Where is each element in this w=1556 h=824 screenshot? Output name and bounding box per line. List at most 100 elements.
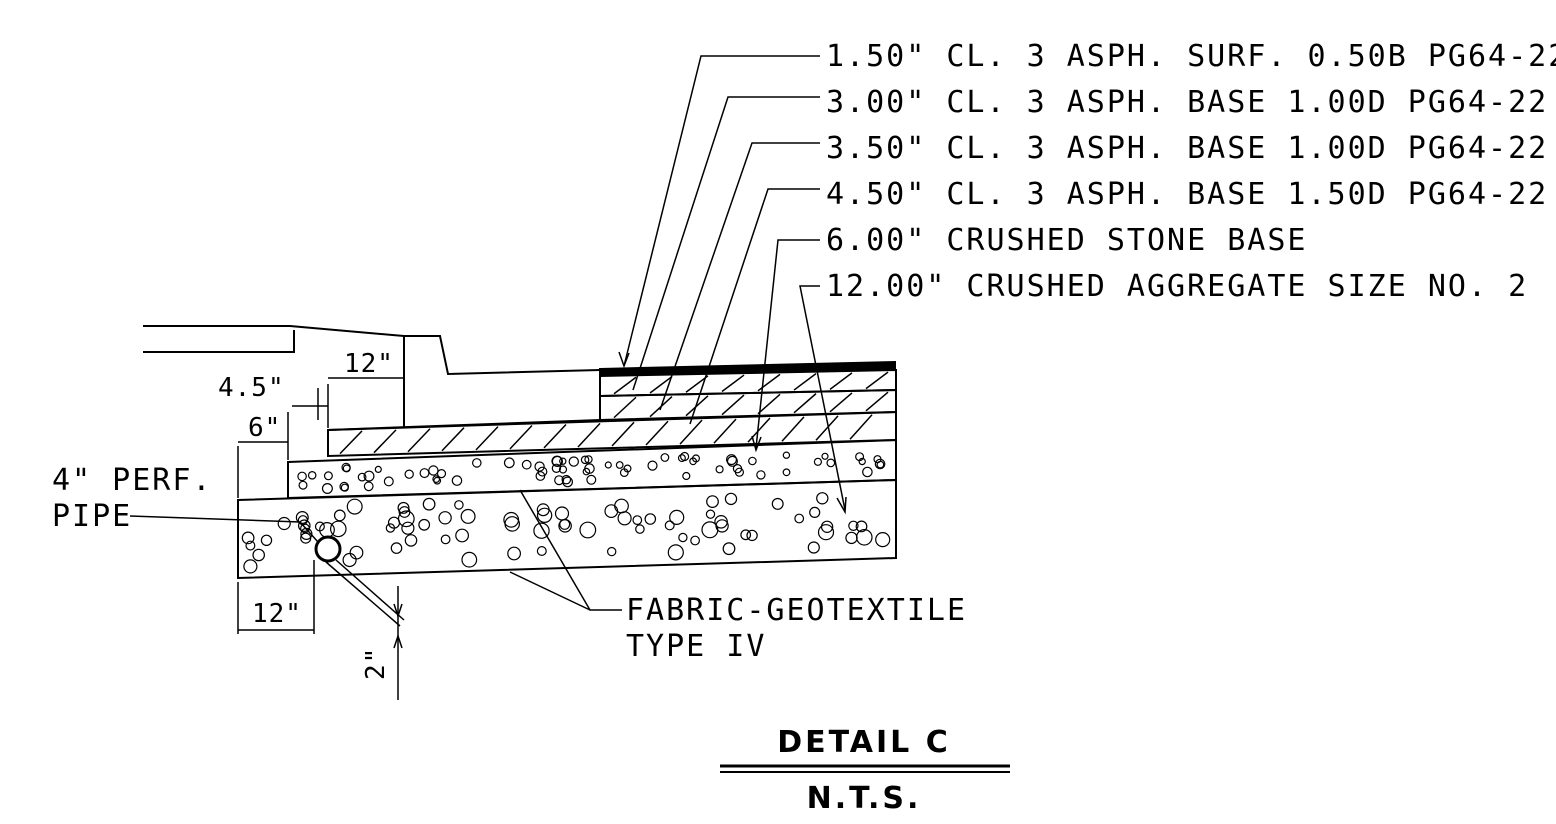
aggregate-stone — [321, 483, 333, 495]
aggregate-stone — [390, 542, 403, 554]
detail-scale-note: N.T.S. — [807, 781, 922, 816]
aggregate-stone — [363, 470, 375, 482]
layer-label-base-1: 3.00" CL. 3 ASPH. BASE 1.00D PG64-22 — [826, 85, 1548, 120]
aggregate-stone — [726, 455, 738, 467]
hatch-line — [747, 417, 771, 443]
aggregate-stone — [746, 529, 758, 542]
leader-base-2 — [659, 142, 820, 411]
aggregate-stone — [794, 513, 805, 524]
aggregate-stone — [644, 513, 657, 525]
aggregate-stone — [537, 466, 548, 477]
dim-pipe-depth: 2" — [361, 647, 391, 680]
aggregate-stone — [667, 544, 684, 561]
leader-stone-base — [755, 239, 820, 449]
hatch-base-2 — [613, 391, 889, 419]
aggregate-stone — [632, 515, 643, 525]
aggregate-stone — [397, 501, 410, 514]
aggregate-stone — [584, 463, 595, 474]
aggregate-stone — [323, 471, 333, 481]
aggregate-stone — [678, 532, 688, 543]
aggregate-texture — [241, 451, 891, 574]
aggregate-stone — [342, 464, 351, 473]
hatch-line — [649, 375, 673, 394]
asphalt-base-course-2 — [599, 388, 897, 422]
aggregate-stone — [451, 475, 463, 486]
aggregate-stone — [536, 545, 547, 556]
fabric-leader-lower — [509, 571, 591, 611]
leader-lines — [618, 55, 847, 515]
hatch-line — [815, 415, 839, 441]
layer-label-stone-base: 6.00" CRUSHED STONE BASE — [826, 223, 1307, 258]
pipe-leader — [129, 515, 319, 543]
aggregate-stone — [507, 546, 521, 561]
pipe-label-line-1: 4" PERF. — [52, 463, 213, 498]
aggregate-stone — [647, 460, 658, 471]
aggregate-stone — [432, 475, 441, 484]
dim-edge-a: 4.5" — [218, 373, 285, 403]
aggregate-stone — [579, 521, 597, 539]
aggregate-stone — [554, 506, 570, 521]
hatch-line — [793, 373, 817, 391]
dim-edge-b: 6" — [248, 413, 281, 443]
aggregate-stone — [724, 492, 738, 506]
aggregate-stone — [460, 508, 476, 524]
aggregate-stone — [252, 548, 266, 562]
hatch-line — [721, 394, 745, 416]
aggregate-stone — [813, 457, 823, 466]
aggregate-stone — [433, 476, 442, 485]
hatch-line — [793, 393, 817, 414]
aggregate-stone — [691, 454, 700, 463]
hatch-line — [613, 376, 637, 395]
hatch-line — [679, 419, 703, 445]
aggregate-stone — [551, 463, 562, 473]
detail-title: DETAIL C — [777, 725, 951, 760]
aggregate-stone — [617, 511, 632, 526]
hatch-line — [713, 418, 737, 444]
hatch-line — [757, 373, 781, 392]
aggregate-stone — [561, 474, 572, 485]
aggregate-stone — [562, 476, 573, 488]
aggregate-stone — [607, 546, 617, 557]
aggregate-stone — [748, 456, 757, 466]
aggregate-stone — [582, 467, 591, 476]
hatch-line — [685, 375, 709, 393]
aggregate-stone — [771, 497, 784, 510]
aggregate-stone — [333, 509, 346, 522]
aggregate-stone — [807, 541, 820, 554]
fabric-label-line-2: TYPE IV — [626, 629, 766, 664]
hatch-line — [611, 421, 635, 447]
aggregate-stone — [580, 455, 590, 465]
aggregate-stone — [404, 534, 418, 547]
aggregate-stone — [533, 522, 550, 539]
aggregate-stone — [419, 468, 430, 479]
aggregate-stone — [558, 465, 568, 474]
hatch-line — [373, 429, 397, 454]
aggregate-stone — [604, 504, 619, 519]
aggregate-stone — [241, 531, 255, 545]
aggregate-stone — [404, 469, 414, 479]
aggregate-stone — [862, 466, 873, 478]
aggregate-stone — [342, 552, 357, 568]
aggregate-stone — [471, 458, 482, 468]
aggregate-stone — [243, 559, 258, 574]
aggregate-stone — [401, 521, 415, 535]
aggregate-stone — [559, 457, 567, 465]
hatch-base-3 — [339, 414, 873, 455]
aggregate-stone — [740, 529, 752, 541]
aggregate-stone — [504, 516, 520, 532]
hatch-line — [829, 392, 853, 413]
hatch-line — [865, 391, 889, 412]
dim-pipe-offset: 12" — [252, 599, 302, 629]
aggregate-stone — [706, 495, 719, 509]
dimensions: 12" 4.5" 6" 12" 2" — [218, 349, 405, 700]
aggregate-stone — [298, 480, 308, 490]
hatch-line — [543, 423, 567, 449]
hatch-line — [407, 428, 431, 453]
aggregate-stone — [635, 524, 645, 534]
aggregate-stone — [756, 470, 766, 480]
aggregate-stone — [855, 520, 868, 533]
aggregate-stone — [503, 457, 515, 469]
aggregate-stone — [614, 498, 629, 514]
aggregate-stone — [554, 475, 565, 486]
